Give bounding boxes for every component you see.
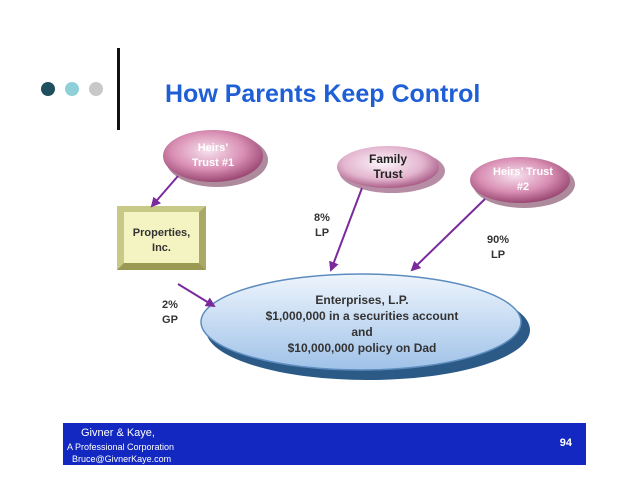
heirs-trust-2-line1: Heirs’ Trust xyxy=(493,166,553,178)
lp90-label: 90% LP xyxy=(481,233,515,263)
gp-type: GP xyxy=(162,314,178,326)
properties-label: Properties, Inc. xyxy=(124,226,199,256)
enterprises-line4: $10,000,000 policy on Dad xyxy=(287,341,437,355)
arrow-properties-to-enterprises xyxy=(177,283,216,308)
gp-label: 2% GP xyxy=(155,298,185,328)
properties-box-bevel-right xyxy=(199,206,206,270)
header-divider xyxy=(117,48,120,130)
heirs-trust-1-line2: Trust #1 xyxy=(191,157,235,169)
footer-firm-name: Givner & Kaye, xyxy=(81,427,155,439)
enterprises-line1: Enterprises, L.P. xyxy=(315,293,409,307)
lp8-pct: 8% xyxy=(314,212,330,224)
enterprises-label: Enterprises, L.P. $1,000,000 in a securi… xyxy=(236,292,488,356)
lp8-type: LP xyxy=(314,227,330,239)
enterprises-ellipse xyxy=(200,273,522,371)
properties-line2: Inc. xyxy=(152,242,171,254)
footer-email: Bruce@GivnerKaye.com xyxy=(72,454,172,464)
footer-bar: Givner & Kaye, A Professional Corporatio… xyxy=(63,423,586,465)
page-number: 94 xyxy=(559,437,572,449)
family-trust-line1: Family xyxy=(368,152,407,166)
bullet-dot-gray xyxy=(89,82,103,96)
bullet-dot-teal xyxy=(65,82,79,96)
arrow-heirs-trust-2-to-enterprises xyxy=(410,198,486,272)
properties-box-bevel-bottom xyxy=(117,263,206,270)
family-trust-line2: Trust xyxy=(373,167,403,181)
heirs-trust-2-line2: #2 xyxy=(516,181,530,193)
heirs-trust-1-ellipse xyxy=(163,130,263,182)
properties-box-face xyxy=(124,212,199,263)
slide-title: How Parents Keep Control xyxy=(165,80,481,108)
heirs-trust-1-label: Heirs’ Trust #1 xyxy=(173,141,253,171)
lp90-pct: 90% xyxy=(486,234,510,246)
family-trust-label: Family Trust xyxy=(348,152,428,182)
footer-corporation: A Professional Corporation xyxy=(67,442,175,452)
arrow-family-trust-to-enterprises xyxy=(329,187,363,272)
family-trust-ellipse xyxy=(337,146,439,188)
heirs-trust-2-ellipse xyxy=(470,157,570,203)
lp90-type: LP xyxy=(490,249,506,261)
bullet-dot-dark xyxy=(41,82,55,96)
enterprises-line3: and xyxy=(351,325,373,339)
lp8-label: 8% LP xyxy=(307,211,337,241)
arrow-heirs-trust-1-to-properties xyxy=(150,175,179,208)
heirs-trust-2-label: Heirs’ Trust #2 xyxy=(480,165,566,195)
heirs-trust-1-line1: Heirs’ xyxy=(197,142,229,154)
enterprises-line2: $1,000,000 in a securities account xyxy=(265,309,459,323)
gp-pct: 2% xyxy=(162,299,178,311)
properties-line1: Properties, xyxy=(132,227,191,239)
